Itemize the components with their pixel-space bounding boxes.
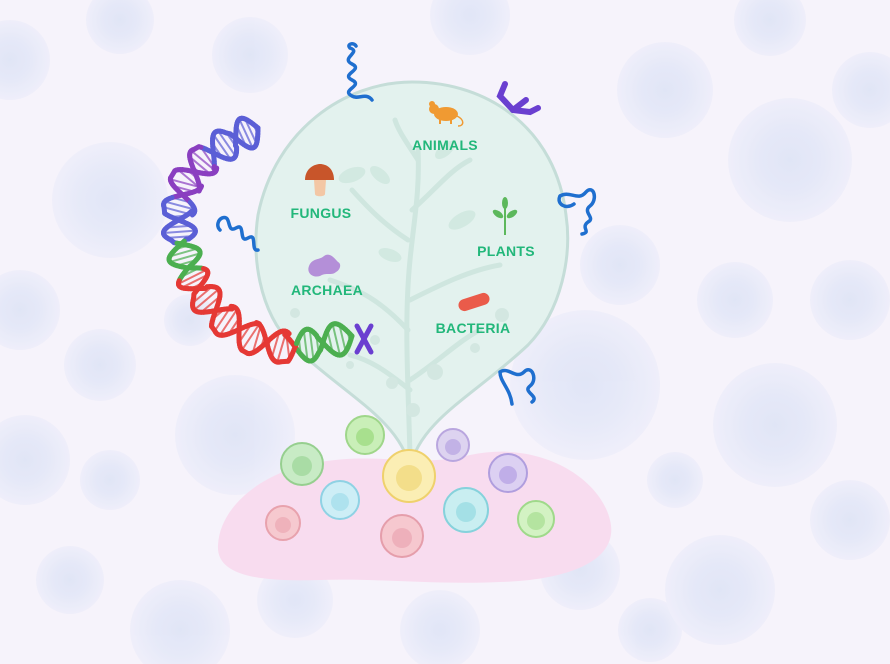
dna-rung [308, 329, 315, 361]
dna-rung [212, 134, 232, 160]
label-bacteria: BACTERIA [436, 320, 511, 336]
dna-rung [181, 273, 208, 289]
cell-icon [320, 480, 360, 520]
dna-rung [302, 330, 309, 361]
tree-leaves [338, 141, 476, 262]
label-plants: PLANTS [477, 243, 535, 259]
dna-rung [270, 332, 281, 358]
kingdom-labels: ANIMALS FUNGUS PLANTS ARCHAEA BACTERIA [291, 137, 535, 336]
cell-icon [382, 449, 436, 503]
dna-rung [189, 156, 211, 175]
bacteria-rod-icon [458, 292, 490, 312]
dna-strand [348, 333, 355, 342]
dna-rung [164, 200, 195, 211]
cell-icon [488, 453, 528, 493]
cell-icon [345, 415, 385, 455]
mouse-icon [429, 101, 464, 127]
dna-rung [238, 118, 254, 149]
label-fungus: FUNGUS [291, 205, 352, 221]
protein-coil-icon [498, 368, 536, 406]
protein-coil-icon [557, 188, 597, 236]
dna-rung [217, 130, 237, 157]
plant-sprout-icon [492, 197, 518, 235]
dna-rung [241, 323, 261, 351]
protein-coil-icon [216, 215, 260, 252]
antibody-icon [354, 323, 374, 355]
protein-coil-icon [346, 42, 374, 102]
label-animals: ANIMALS [412, 137, 478, 153]
cell-icon [443, 487, 489, 533]
archaea-cell-icon [308, 254, 341, 277]
dna-rung [169, 252, 201, 263]
dna-rung [331, 324, 341, 356]
dna-rung [193, 288, 220, 311]
dna-rung [338, 324, 347, 352]
dna-rung [177, 168, 201, 189]
dna-helix-icon [160, 115, 355, 365]
dna-rung [251, 325, 262, 354]
mushroom-icon [305, 164, 334, 197]
cell-icon [280, 442, 324, 486]
balloon-bubbles [290, 308, 509, 417]
dna-rung [192, 285, 213, 304]
tissue-cells [265, 415, 555, 558]
dna-rung [244, 118, 258, 145]
antibody-icon [496, 81, 541, 116]
dna-rung [170, 178, 202, 189]
dna-rung [178, 268, 207, 285]
dna-rung [169, 247, 198, 258]
cell-icon [380, 514, 424, 558]
cell-icon [436, 428, 470, 462]
label-archaea: ARCHAEA [291, 282, 363, 298]
dna-rung [163, 229, 196, 234]
dna-rung [200, 295, 221, 314]
cell-icon [265, 505, 301, 541]
tree-branches [327, 117, 503, 458]
dna-rung [219, 308, 238, 336]
cell-icon [517, 500, 555, 538]
